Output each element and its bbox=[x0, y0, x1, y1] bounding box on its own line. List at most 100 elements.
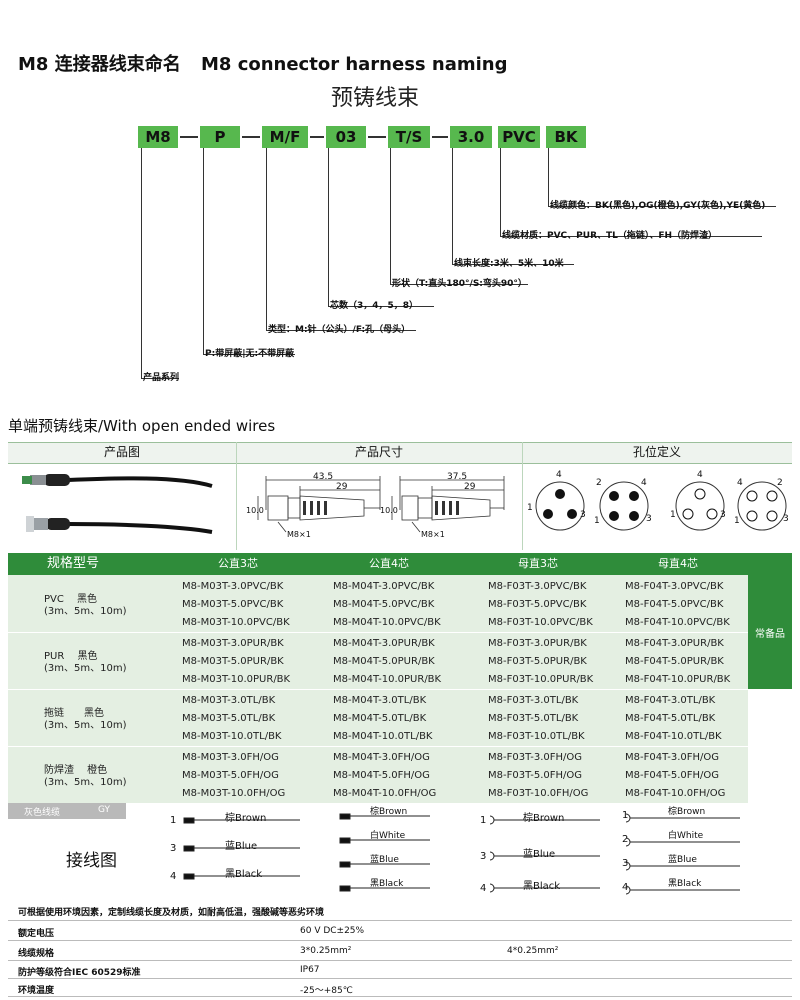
table-cell: M8-F03T-3.0PVC/BK bbox=[488, 581, 587, 592]
wire-color-label: 蓝Blue bbox=[225, 841, 258, 852]
header-male-3: 公直3芯 bbox=[218, 557, 258, 570]
pin-label: 1 bbox=[527, 503, 533, 513]
table-cell: M8-M04T-3.0PVC/BK bbox=[333, 581, 435, 592]
wire-pin-number: 1 bbox=[480, 815, 487, 826]
page-title: M8 连接器线束命名 M8 connector harness naming bbox=[18, 50, 522, 76]
pin-label: 4 bbox=[737, 478, 743, 488]
group-label: 拖链 黑色 bbox=[44, 708, 104, 719]
header-model: 规格型号 bbox=[46, 556, 99, 571]
table-cell: M8-M03T-3.0FH/OG bbox=[182, 752, 279, 763]
table-cell: M8-F03T-3.0FH/OG bbox=[488, 752, 583, 763]
table-cell: M8-M04T-3.0PUR/BK bbox=[333, 638, 435, 649]
table-cell: M8-F04T-10.0PUR/BK bbox=[625, 674, 731, 685]
spec-table-header bbox=[8, 553, 792, 575]
desc-series: 产品系列 bbox=[143, 373, 180, 383]
bracket-hline bbox=[548, 206, 776, 207]
desc-cores: 芯数（3，4，5，8） bbox=[330, 301, 419, 311]
wire-color-label: 黑Black bbox=[370, 879, 404, 889]
pin-label: 2 bbox=[596, 478, 602, 488]
code-segment-length: 3.0 bbox=[450, 126, 492, 148]
table-cell: M8-M03T-5.0TL/BK bbox=[182, 713, 276, 724]
code-dash bbox=[310, 136, 324, 138]
code-dash bbox=[368, 136, 386, 138]
wire-pin-number: 1 bbox=[170, 815, 177, 826]
table-cell: M8-M03T-10.0TL/BK bbox=[182, 731, 282, 742]
dim-male-dia: 10.0 bbox=[246, 506, 264, 515]
group-label-sub: (3m、5m、10m) bbox=[44, 777, 127, 788]
code-dash bbox=[432, 136, 448, 138]
table-cell: M8-F03T-3.0PUR/BK bbox=[488, 638, 587, 649]
row-divider bbox=[8, 689, 748, 690]
group-label: 防焊渣 橙色 bbox=[44, 765, 108, 776]
spec-note: 可根据使用环境因素，定制线缆长度及材质，如耐高低温，强酸碱等恶劣环境 bbox=[18, 908, 325, 918]
pin-label: 4 bbox=[641, 478, 647, 488]
page-subtitle: 预铸线束 bbox=[331, 86, 420, 111]
code-segment-shape: T/S bbox=[388, 126, 430, 148]
spec-divider bbox=[8, 996, 792, 997]
spec-key: 环境温度 bbox=[18, 986, 55, 996]
bracket-hline bbox=[328, 306, 434, 307]
desc-length: 线束长度:3米、5米、10米 bbox=[454, 259, 564, 269]
pin-label: 2 bbox=[777, 478, 783, 488]
header-female-4: 母直4芯 bbox=[658, 557, 698, 570]
code-segment-color: BK bbox=[546, 126, 586, 148]
wire-pin-number: 4 bbox=[170, 871, 177, 882]
table-cell: M8-M04T-10.0TL/BK bbox=[333, 731, 433, 742]
dim-male-total: 43.5 bbox=[313, 472, 334, 482]
wire-color-label: 黑Black bbox=[225, 869, 263, 880]
desc-color: 线缆颜色：BK(黑色),OG(橙色),GY(灰色),YE(黄色) bbox=[550, 201, 766, 211]
table-cell: M8-F04T-10.0PVC/BK bbox=[625, 617, 730, 628]
bracket-line bbox=[390, 148, 391, 284]
wire-color-label: 棕Brown bbox=[225, 813, 267, 824]
table-cell: M8-F04T-10.0FH/OG bbox=[625, 788, 726, 799]
dim-male-thread: M8×1 bbox=[287, 530, 311, 539]
desc-type: 类型：M:针（公头）/F:孔（母头） bbox=[268, 325, 411, 335]
column-divider bbox=[522, 442, 523, 550]
header-female-3: 母直3芯 bbox=[518, 557, 558, 570]
pin-label: 1 bbox=[670, 510, 676, 520]
bracket-line bbox=[141, 148, 142, 378]
wire-color-label: 白White bbox=[668, 831, 704, 841]
title-cn: M8 连接器线束命名 bbox=[18, 54, 181, 75]
dim-female-thread: M8×1 bbox=[421, 530, 445, 539]
table-cell: M8-F04T-5.0PVC/BK bbox=[625, 599, 724, 610]
group-label-sub: (3m、5m、10m) bbox=[44, 663, 127, 674]
spec-divider bbox=[8, 940, 792, 941]
table-cell: M8-M04T-5.0PVC/BK bbox=[333, 599, 435, 610]
dim-female-total: 37.5 bbox=[447, 472, 468, 482]
group-label-sub: (3m、5m、10m) bbox=[44, 606, 127, 617]
table-cell: M8-F04T-5.0PUR/BK bbox=[625, 656, 724, 667]
row-divider bbox=[8, 746, 748, 747]
spec-value: IP67 bbox=[300, 965, 320, 975]
bracket-hline bbox=[452, 264, 574, 265]
code-dash bbox=[242, 136, 260, 138]
wire-color-label: 棕Brown bbox=[370, 807, 408, 817]
table-cell: M8-F04T-5.0TL/BK bbox=[625, 713, 716, 724]
dim-female-body: 29 bbox=[464, 482, 476, 492]
dimension-drawings bbox=[257, 476, 505, 533]
table-cell: M8-F03T-5.0TL/BK bbox=[488, 713, 579, 724]
bracket-hline bbox=[266, 330, 416, 331]
bracket-line bbox=[328, 148, 329, 306]
table-cell: M8-F03T-5.0PUR/BK bbox=[488, 656, 587, 667]
spec-key: 防护等级符合IEC 60529标准 bbox=[18, 968, 141, 978]
bracket-line bbox=[500, 148, 501, 236]
header-male-4: 公直4芯 bbox=[369, 557, 409, 570]
spec-divider bbox=[8, 960, 792, 961]
wire-color-label: 蓝Blue bbox=[668, 855, 697, 865]
grey-cable-bar: 灰色线缆 GY bbox=[8, 803, 126, 819]
table-cell: M8-F03T-5.0FH/OG bbox=[488, 770, 583, 781]
table-cell: M8-F03T-10.0PVC/BK bbox=[488, 617, 593, 628]
spec-key: 额定电压 bbox=[18, 929, 55, 939]
table-cell: M8-M03T-3.0PVC/BK bbox=[182, 581, 284, 592]
wire-color-label: 棕Brown bbox=[668, 807, 706, 817]
table-cell: M8-M03T-10.0PUR/BK bbox=[182, 674, 291, 685]
table-cell: M8-M03T-3.0PUR/BK bbox=[182, 638, 284, 649]
bracket-hline bbox=[500, 236, 762, 237]
table-cell: M8-M03T-3.0TL/BK bbox=[182, 695, 276, 706]
bracket-hline bbox=[390, 284, 528, 285]
table-cell: M8-M03T-5.0PUR/BK bbox=[182, 656, 284, 667]
wire-color-label: 黑Black bbox=[668, 879, 702, 889]
code-segment-series: M8 bbox=[138, 126, 178, 148]
pin-label: 4 bbox=[697, 470, 703, 480]
